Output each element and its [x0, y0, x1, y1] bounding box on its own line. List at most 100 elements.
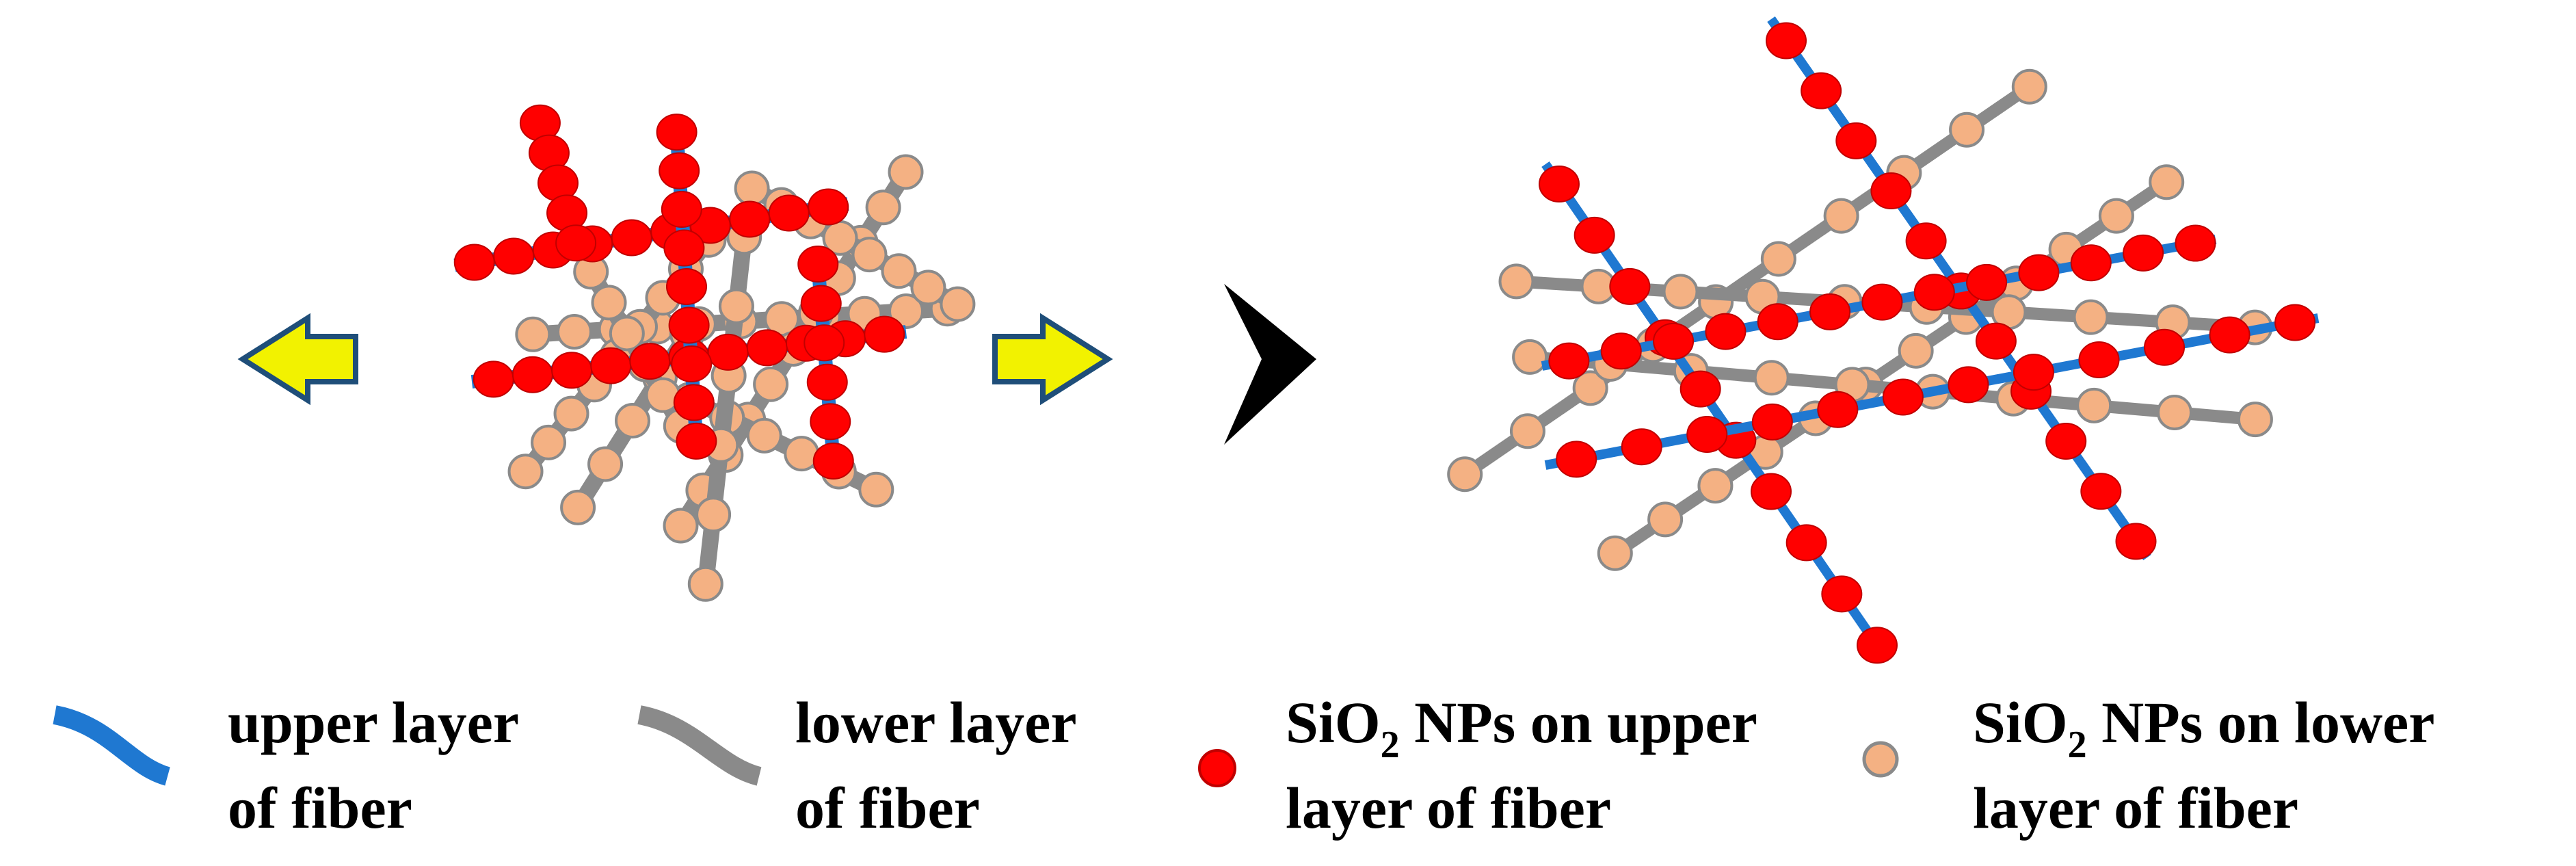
upper-np [663, 229, 705, 267]
upper-np [1600, 332, 1642, 370]
lower-np [2149, 164, 2185, 200]
upper-np [1821, 575, 1863, 613]
lower-np [531, 424, 567, 460]
upper-np [590, 347, 632, 384]
upper-np [1913, 274, 1955, 311]
lower-np [695, 497, 732, 533]
upper-np [2209, 316, 2250, 354]
lower-fiber-legend-label-line1: lower layer [795, 690, 1077, 755]
upper-np [1801, 72, 1842, 109]
upper-np [473, 360, 514, 398]
upper-np [453, 244, 495, 281]
upper-np [2274, 304, 2316, 341]
upper-fiber-legend-label-line2: of fiber [228, 775, 412, 841]
lower-np [1447, 456, 1483, 493]
lower-np [1509, 413, 1545, 449]
upper-np [1809, 293, 1851, 330]
upper-np [676, 422, 717, 460]
upper-np [1679, 370, 1721, 408]
upper-np [1905, 222, 1947, 260]
upper-np [2070, 244, 2112, 282]
lower-np [718, 288, 754, 324]
upper-np [806, 363, 848, 401]
upper-np [1539, 166, 1580, 202]
lower-np [1512, 339, 1548, 375]
lower-np [560, 489, 596, 525]
upper-np [800, 285, 842, 322]
lower-np [609, 315, 645, 352]
lower-np [2076, 387, 2112, 423]
lower-np [1572, 370, 1608, 406]
lower-np [888, 154, 924, 190]
lower-np-legend-swatch [1862, 741, 1899, 778]
upper-np [864, 315, 905, 353]
lower-np [553, 395, 589, 432]
lower-np [2011, 68, 2047, 105]
upper-np [2018, 254, 2060, 291]
lower-np [556, 314, 592, 350]
upper-np [1574, 216, 1615, 254]
lower-np [746, 417, 782, 454]
upper-np-legend-label-line2: layer of fiber [1286, 775, 1611, 841]
upper-np [1751, 403, 1793, 441]
lower-np [1760, 241, 1796, 277]
upper-np [1705, 313, 1747, 350]
upper-np [1948, 366, 1989, 404]
upper-np [668, 306, 710, 344]
lower-fiber [696, 224, 754, 596]
lower-np [2157, 394, 2193, 430]
lower-np [1898, 332, 1934, 369]
lower-np [663, 508, 699, 544]
lower-np [515, 316, 551, 352]
upper-np [1785, 524, 1827, 562]
lower-np [910, 270, 946, 306]
lower-np [1662, 274, 1699, 310]
upper-np [493, 237, 535, 275]
lower-np-label-rest: NPs on lower [2087, 690, 2435, 755]
lower-np [851, 237, 888, 273]
upper-np [656, 114, 698, 151]
upper-np [661, 191, 702, 228]
lower-np [1697, 468, 1734, 504]
upper-np-subscript: 2 [1381, 724, 1400, 766]
upper-np [1766, 22, 1807, 60]
lower-np [858, 471, 894, 508]
lower-np [1498, 263, 1535, 300]
upper-np [746, 329, 788, 367]
upper-np [2175, 224, 2216, 262]
lower-np [753, 366, 789, 402]
upper-np [1817, 391, 1859, 428]
upper-np [671, 345, 713, 382]
upper-np [768, 194, 810, 232]
lower-np-legend-label-line2: layer of fiber [1973, 775, 2298, 841]
stretch-arrow-right-icon [992, 313, 1113, 406]
upper-np [1975, 322, 2017, 360]
lower-np-formula: SiO [1973, 690, 2068, 755]
lower-np-subscript: 2 [2068, 724, 2087, 766]
upper-np [2078, 341, 2120, 378]
lower-fiber-legend-label-line2: of fiber [795, 775, 980, 841]
lower-np [615, 403, 650, 438]
upper-fiber [1544, 313, 2320, 470]
upper-np [1835, 122, 1877, 159]
transition-arrow-icon [1224, 284, 1316, 445]
upper-np [1609, 267, 1651, 305]
lower-np [1647, 501, 1684, 538]
lower-np [865, 189, 901, 226]
upper-np [804, 324, 845, 362]
upper-np [2080, 473, 2122, 510]
upper-np [810, 403, 851, 441]
upper-np [1870, 172, 1912, 210]
upper-np [1861, 283, 1903, 321]
upper-np [1548, 342, 1590, 380]
upper-np [2115, 523, 2157, 560]
upper-np-formula: SiO [1286, 690, 1381, 755]
upper-np [666, 268, 707, 305]
upper-np [555, 224, 597, 262]
upper-np [2013, 354, 2054, 391]
lower-np [587, 446, 624, 482]
upper-np [1653, 322, 1695, 360]
lower-np [784, 436, 820, 472]
upper-np [673, 384, 715, 421]
upper-np [812, 443, 854, 480]
